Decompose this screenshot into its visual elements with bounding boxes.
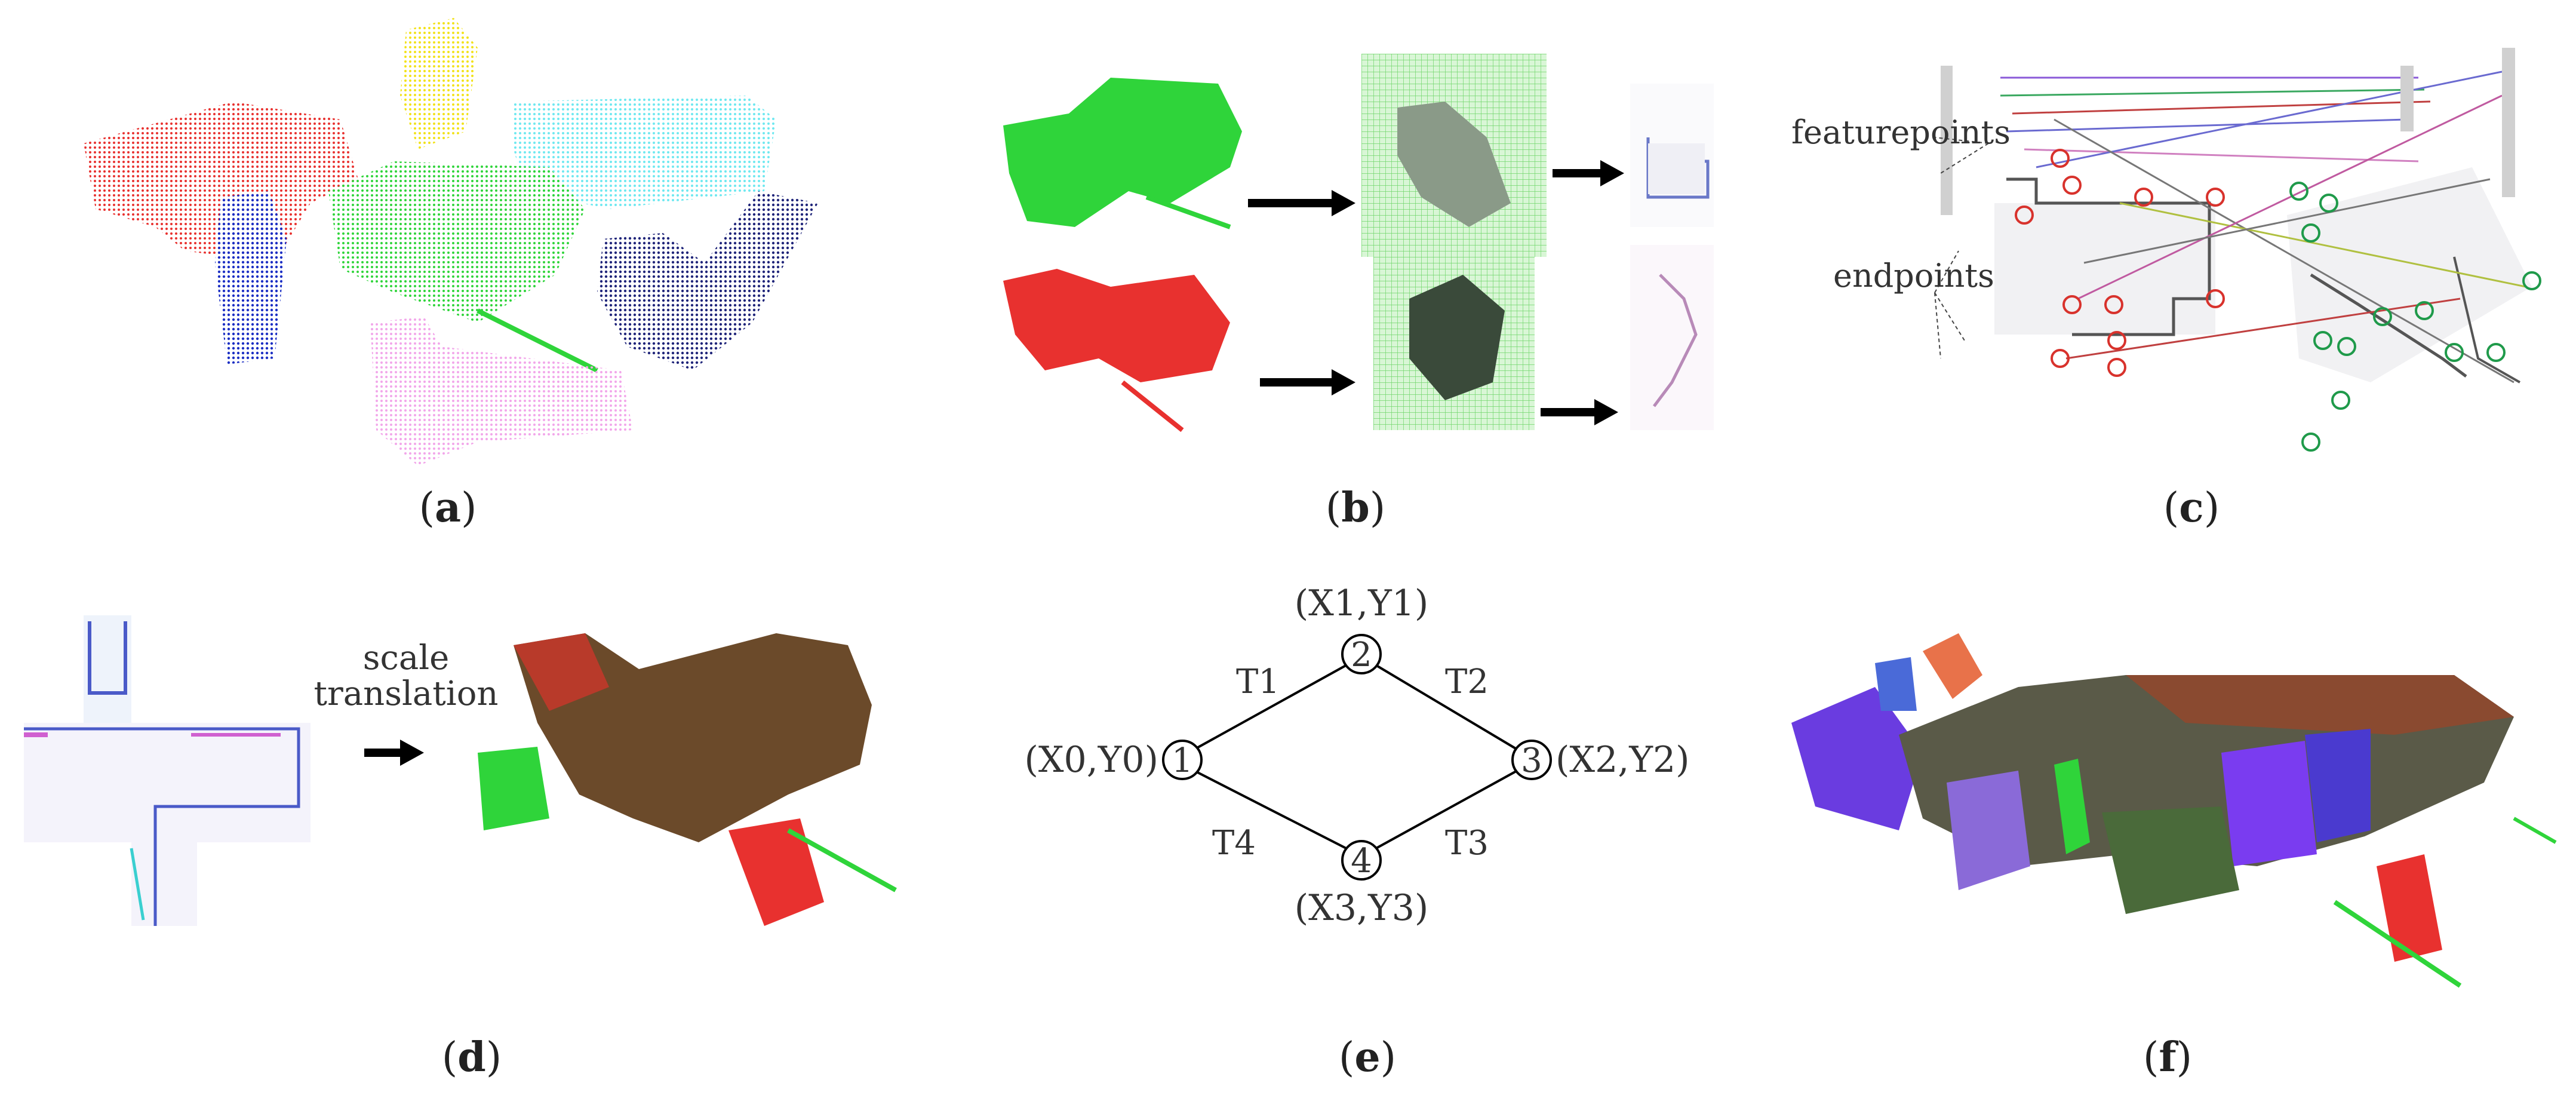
red-cloud-b: [1003, 269, 1230, 433]
panel-d-registration: scale translation: [24, 615, 897, 926]
cloud-navy: [597, 191, 818, 370]
grid-image-b-1: [1361, 54, 1547, 257]
caption-f: (f): [2142, 1033, 2193, 1081]
merged-cloud-d: [478, 633, 897, 926]
panel-e: 1 2 3 4 (X0,Y0) (X1,Y1) (X2,Y2) (X3,Y3) …: [967, 573, 1756, 1093]
floorplan-b-2: [1630, 245, 1714, 430]
caption-b: (b): [1325, 484, 1386, 532]
graph-node-4: 4: [1341, 840, 1382, 881]
panel-d: scale translation (d): [12, 568, 979, 1093]
graph-node-1: 1: [1162, 740, 1203, 780]
coord-node-1: (X0,Y0): [1024, 739, 1158, 781]
green-cloud-b: [1003, 78, 1242, 229]
caption-e: (e): [1338, 1033, 1397, 1081]
label-translation: translation: [314, 674, 499, 713]
merged-cloud-f: [1791, 633, 2557, 988]
panel-b-pipeline: [1003, 54, 1714, 433]
feature-points: [1941, 48, 2515, 215]
cloud-red: [84, 102, 358, 263]
svg-text:1: 1: [1172, 741, 1193, 780]
panel-c: featurepoints endpoints (c): [1785, 24, 2574, 532]
arrow-b-4: [1541, 399, 1618, 425]
arrow-d: [364, 740, 424, 766]
graph-node-3: 3: [1511, 740, 1552, 780]
svg-text:4: 4: [1351, 842, 1372, 881]
label-scale: scale: [363, 639, 450, 677]
floorplan-b-1: [1630, 84, 1714, 227]
match-lines: [2000, 70, 2526, 384]
label-endpoints: endpoints: [1833, 257, 1994, 295]
panel-a: (a): [60, 12, 836, 532]
coord-node-2: (X1,Y1): [1295, 582, 1429, 624]
coord-node-3: (X2,Y2): [1556, 739, 1690, 781]
panel-b: (b): [991, 48, 1720, 532]
svg-text:3: 3: [1521, 741, 1542, 780]
panel-c-matching: featurepoints endpoints: [1791, 48, 2541, 452]
label-featurepoints: featurepoints: [1791, 114, 2011, 151]
endpoints-green: [2289, 182, 2541, 452]
edge-label-t4: T4: [1212, 824, 1256, 863]
panel-f: (f): [1767, 556, 2568, 1093]
panel-e-graph: 1 2 3 4 (X0,Y0) (X1,Y1) (X2,Y2) (X3,Y3) …: [1024, 582, 1690, 929]
cloud-pink: [370, 317, 633, 466]
coord-node-4: (X3,Y3): [1295, 887, 1429, 929]
arrow-b-3: [1260, 369, 1355, 395]
cloud-cyan: [514, 96, 776, 209]
panel-f-final-cloud: [1791, 633, 2557, 988]
arrow-b-1: [1248, 190, 1355, 216]
grid-image-b-2: [1373, 245, 1535, 430]
edge-label-t3: T3: [1445, 824, 1489, 863]
caption-d: (d): [441, 1033, 502, 1081]
panel-a-point-clouds: [84, 18, 818, 466]
graph-node-2: 2: [1341, 634, 1382, 674]
edge-label-t1: T1: [1236, 663, 1280, 701]
caption-c: (c): [2163, 484, 2220, 532]
arrow-b-2: [1553, 160, 1624, 186]
cloud-green: [328, 161, 598, 373]
edge-label-t2: T2: [1445, 663, 1489, 701]
caption-a: (a): [419, 484, 477, 532]
cloud-blue: [215, 191, 287, 364]
floorplan-d: [24, 615, 311, 926]
cloud-yellow: [400, 18, 478, 149]
endpoints-red: [2015, 149, 2225, 377]
svg-text:2: 2: [1351, 636, 1372, 674]
